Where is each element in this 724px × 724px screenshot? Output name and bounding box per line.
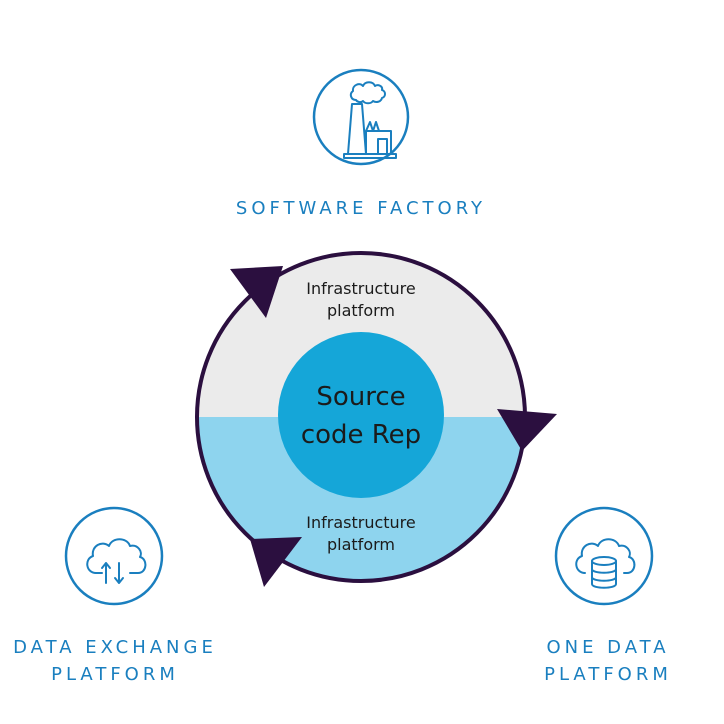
cycle-arrow-top-left — [230, 266, 283, 318]
bottom-segment-label: Infrastructure platform — [261, 512, 461, 556]
top-segment-label-line1: Infrastructure — [306, 279, 416, 298]
cloud-transfer-icon — [86, 538, 147, 584]
software-factory-node — [312, 68, 410, 166]
top-segment-label: Infrastructure platform — [261, 278, 461, 322]
center-label-line1: Source — [316, 382, 406, 412]
center-label-line2: code Rep — [300, 420, 422, 450]
center-circle — [278, 332, 444, 498]
one-data-label: ONE DATA PLATFORM — [508, 634, 708, 688]
cycle-arrow-right — [497, 409, 557, 451]
cycle-diagram — [195, 251, 557, 587]
cloud-database-icon — [575, 538, 636, 589]
data-exchange-circle — [64, 506, 164, 606]
cycle-arrow-bottom-left — [250, 537, 302, 587]
data-exchange-label-line1: DATA EXCHANGE — [13, 637, 217, 658]
factory-icon — [343, 81, 397, 159]
bottom-segment-label-line2: platform — [327, 535, 395, 554]
software-factory-label: SOFTWARE FACTORY — [235, 198, 487, 219]
top-segment-label-line2: platform — [327, 301, 395, 320]
bottom-segment-label-line1: Infrastructure — [306, 513, 416, 532]
one-data-node — [554, 506, 654, 606]
center-label: Source code Rep — [271, 378, 451, 454]
data-exchange-label: DATA EXCHANGE PLATFORM — [0, 634, 230, 688]
data-exchange-node — [64, 506, 164, 606]
data-exchange-label-line2: PLATFORM — [51, 664, 179, 685]
one-data-label-line1: ONE DATA — [546, 637, 670, 658]
one-data-label-line2: PLATFORM — [544, 664, 672, 685]
